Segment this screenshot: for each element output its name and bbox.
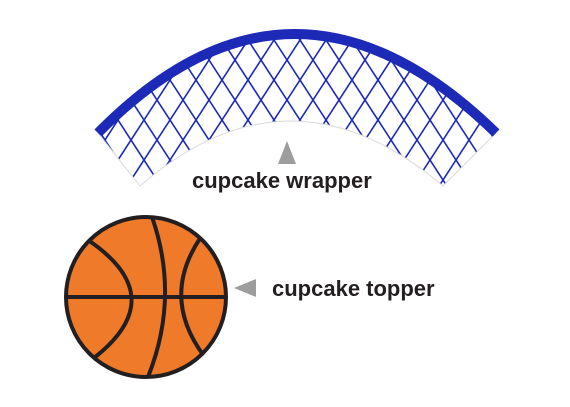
net-strand <box>377 34 496 186</box>
net-strand <box>508 0 570 200</box>
net-strand <box>0 0 92 200</box>
wrapper-label: cupcake wrapper <box>192 168 372 193</box>
net-strand <box>98 34 145 186</box>
net-strand <box>117 34 249 186</box>
net-strand <box>455 34 496 186</box>
net-strand <box>98 34 145 186</box>
net-strand <box>98 34 171 186</box>
ball-seams <box>66 217 226 377</box>
net-strand <box>481 34 496 186</box>
ball-outline <box>64 215 228 379</box>
net-strand <box>0 0 40 200</box>
net-strand <box>560 0 570 200</box>
wrapper-rim <box>94 29 500 137</box>
net-strand <box>560 0 570 200</box>
net-strand <box>0 0 40 200</box>
net-strand <box>455 34 496 186</box>
net-strand <box>429 34 496 186</box>
net-strand <box>0 0 14 200</box>
wrapper-outline <box>97 120 497 187</box>
triangle-pointer-icon <box>234 279 256 297</box>
topper-label: cupcake topper <box>272 276 435 301</box>
triangle-pointer-icon <box>278 141 296 164</box>
basketball-icon <box>64 215 228 379</box>
net-strand <box>0 0 14 200</box>
net-strand <box>534 0 570 200</box>
net-strand <box>98 34 119 186</box>
net-strand <box>481 34 496 186</box>
net-strand <box>98 34 119 186</box>
net-strand <box>534 0 570 200</box>
net-strand <box>0 0 92 200</box>
net-strand <box>0 0 66 200</box>
net-strand <box>508 0 570 200</box>
net-strand <box>0 0 66 200</box>
